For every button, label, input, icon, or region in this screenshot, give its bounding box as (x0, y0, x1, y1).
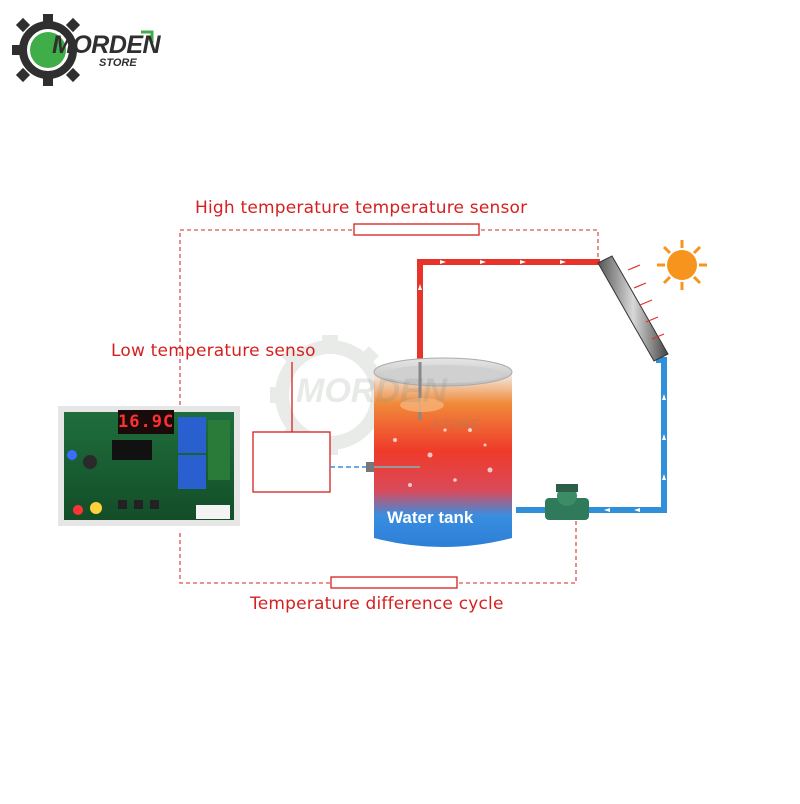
sun-icon (657, 240, 707, 290)
cycle-label: Temperature difference cycle (250, 594, 504, 614)
controller-display: 16.9C (118, 410, 175, 434)
high-sensor-label: High temperature temperature sensor (195, 198, 528, 218)
logo-name: MORDEN (52, 31, 161, 59)
water-tank (366, 357, 513, 547)
cycle-probe (330, 576, 458, 589)
hot-pipe-arrows (418, 260, 566, 290)
logo-sub: STORE (99, 57, 137, 69)
logo: MORDEN STORE (14, 14, 164, 84)
high-sensor-probe (353, 223, 480, 236)
watermark-name: MORDEN (296, 372, 448, 410)
tank-label: Water tank (387, 508, 474, 527)
sun-rays (627, 264, 665, 340)
solar-collector-icon (597, 255, 669, 362)
cold-pipe (516, 357, 667, 513)
watermark-sub: STORE (432, 416, 480, 432)
logo-arrow-icon (141, 30, 154, 43)
cold-pipe-arrows (604, 394, 666, 512)
hot-pipe (417, 259, 600, 362)
low-sensor-callout (252, 362, 331, 493)
pump-icon (545, 484, 589, 520)
low-sensor-label: Low temperature senso (111, 341, 316, 361)
high-sensor-wire (179, 229, 599, 405)
